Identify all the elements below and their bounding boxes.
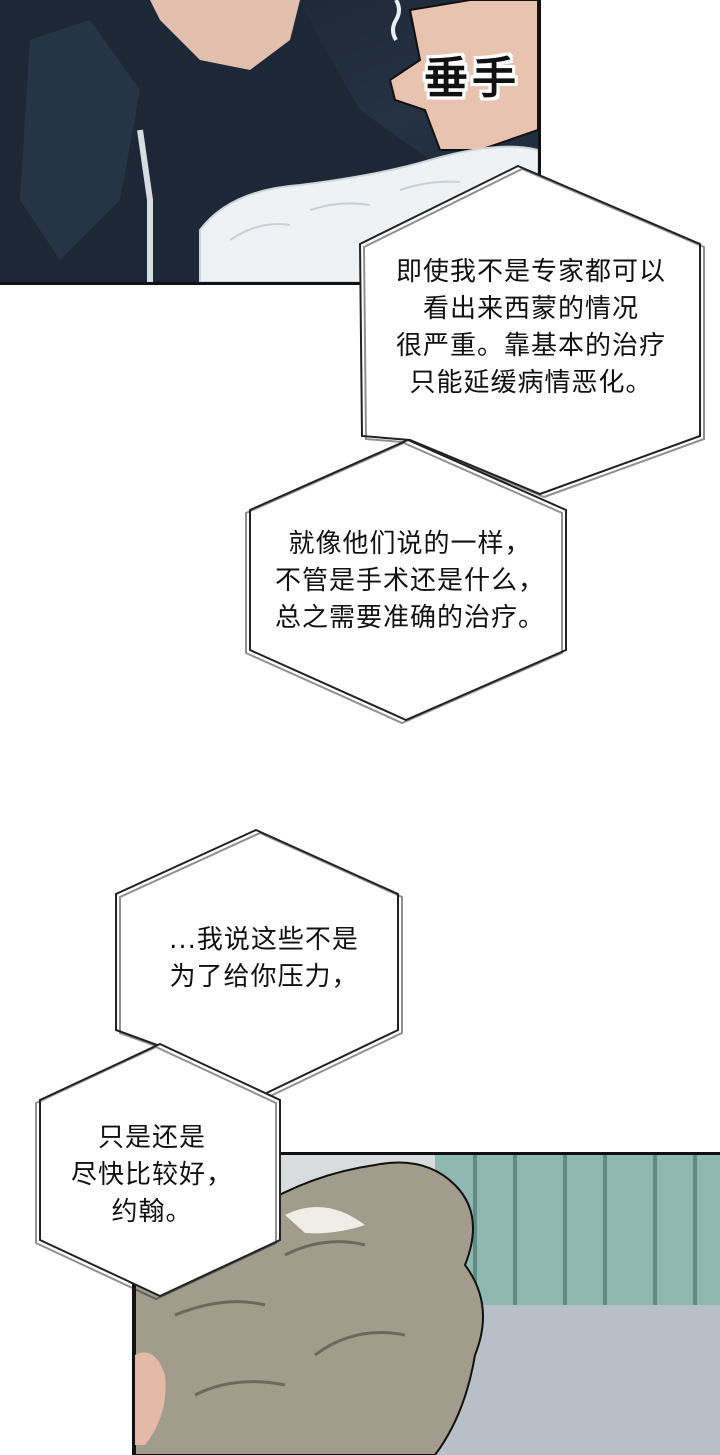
top-comic-panel: 垂手 — [0, 0, 541, 285]
curtain — [435, 1155, 720, 1305]
sfx-text: 垂手 — [424, 42, 520, 106]
bubble-1-text: 即使我不是专家都可以 看出来西蒙的情况 很严重。靠基本的治疗 只能延缓病情恶化。 — [372, 254, 690, 402]
bubble-4-text: 只是还是 尽快比较好， 约翰。 — [56, 1120, 248, 1231]
bubble-2-text: 就像他们说的一样， 不管是手术还是什么， 总之需要准确的治疗。 — [258, 526, 562, 637]
motion-squiggle — [393, 0, 399, 40]
bubble-3-text: ...我说这些不是 为了给你压力， — [150, 922, 378, 996]
